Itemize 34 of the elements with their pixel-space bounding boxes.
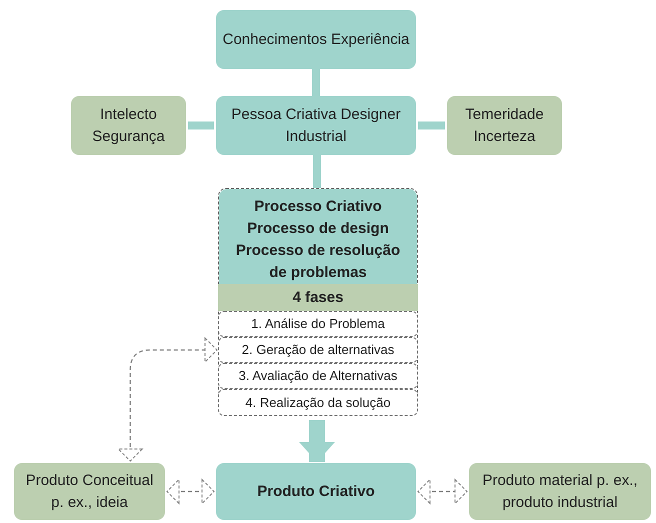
phase-box [218,337,418,363]
phase-box [218,363,418,389]
double-arrow [418,479,468,504]
node-label: Temeridade Incerteza [464,104,545,146]
node-label: Produto Conceitual p. ex., ideia [24,470,154,512]
node-label: Intelecto Segurança [91,104,166,146]
trait-box [71,96,186,155]
connector-line [418,122,445,130]
phase-header-box [218,284,418,311]
trait-box [447,96,562,155]
concept-box [216,10,416,69]
node-label: 3. Avaliação de Alternativas [238,367,398,385]
phase-box [218,389,418,416]
arrow [299,420,335,462]
connector-line [312,69,320,96]
double-arrow [166,479,214,504]
node-label: Pessoa Criativa Designer Industrial [230,104,402,146]
connector-line [188,122,214,130]
node-label: 4. Realização da solução [244,394,392,412]
product-box [469,463,651,520]
node-label: 2. Geração de alternativas [240,341,396,359]
product-box [216,463,416,520]
node-label: Processo Criativo Processo de design Processo de resolução de problemas [219,189,417,284]
product-box [14,463,165,520]
node-label: Conhecimentos Experiência [222,30,410,50]
node-label: 1. Análise do Problema [250,315,386,333]
phase-box [218,311,418,337]
double-arrow [118,338,218,462]
connector-line [313,155,321,188]
node-label: 4 fases [292,288,344,308]
person-box [216,96,416,155]
process-group-box [218,188,418,416]
node-label: Produto material p. ex., produto industrial [481,470,639,512]
node-label: Produto Criativo [256,482,376,502]
